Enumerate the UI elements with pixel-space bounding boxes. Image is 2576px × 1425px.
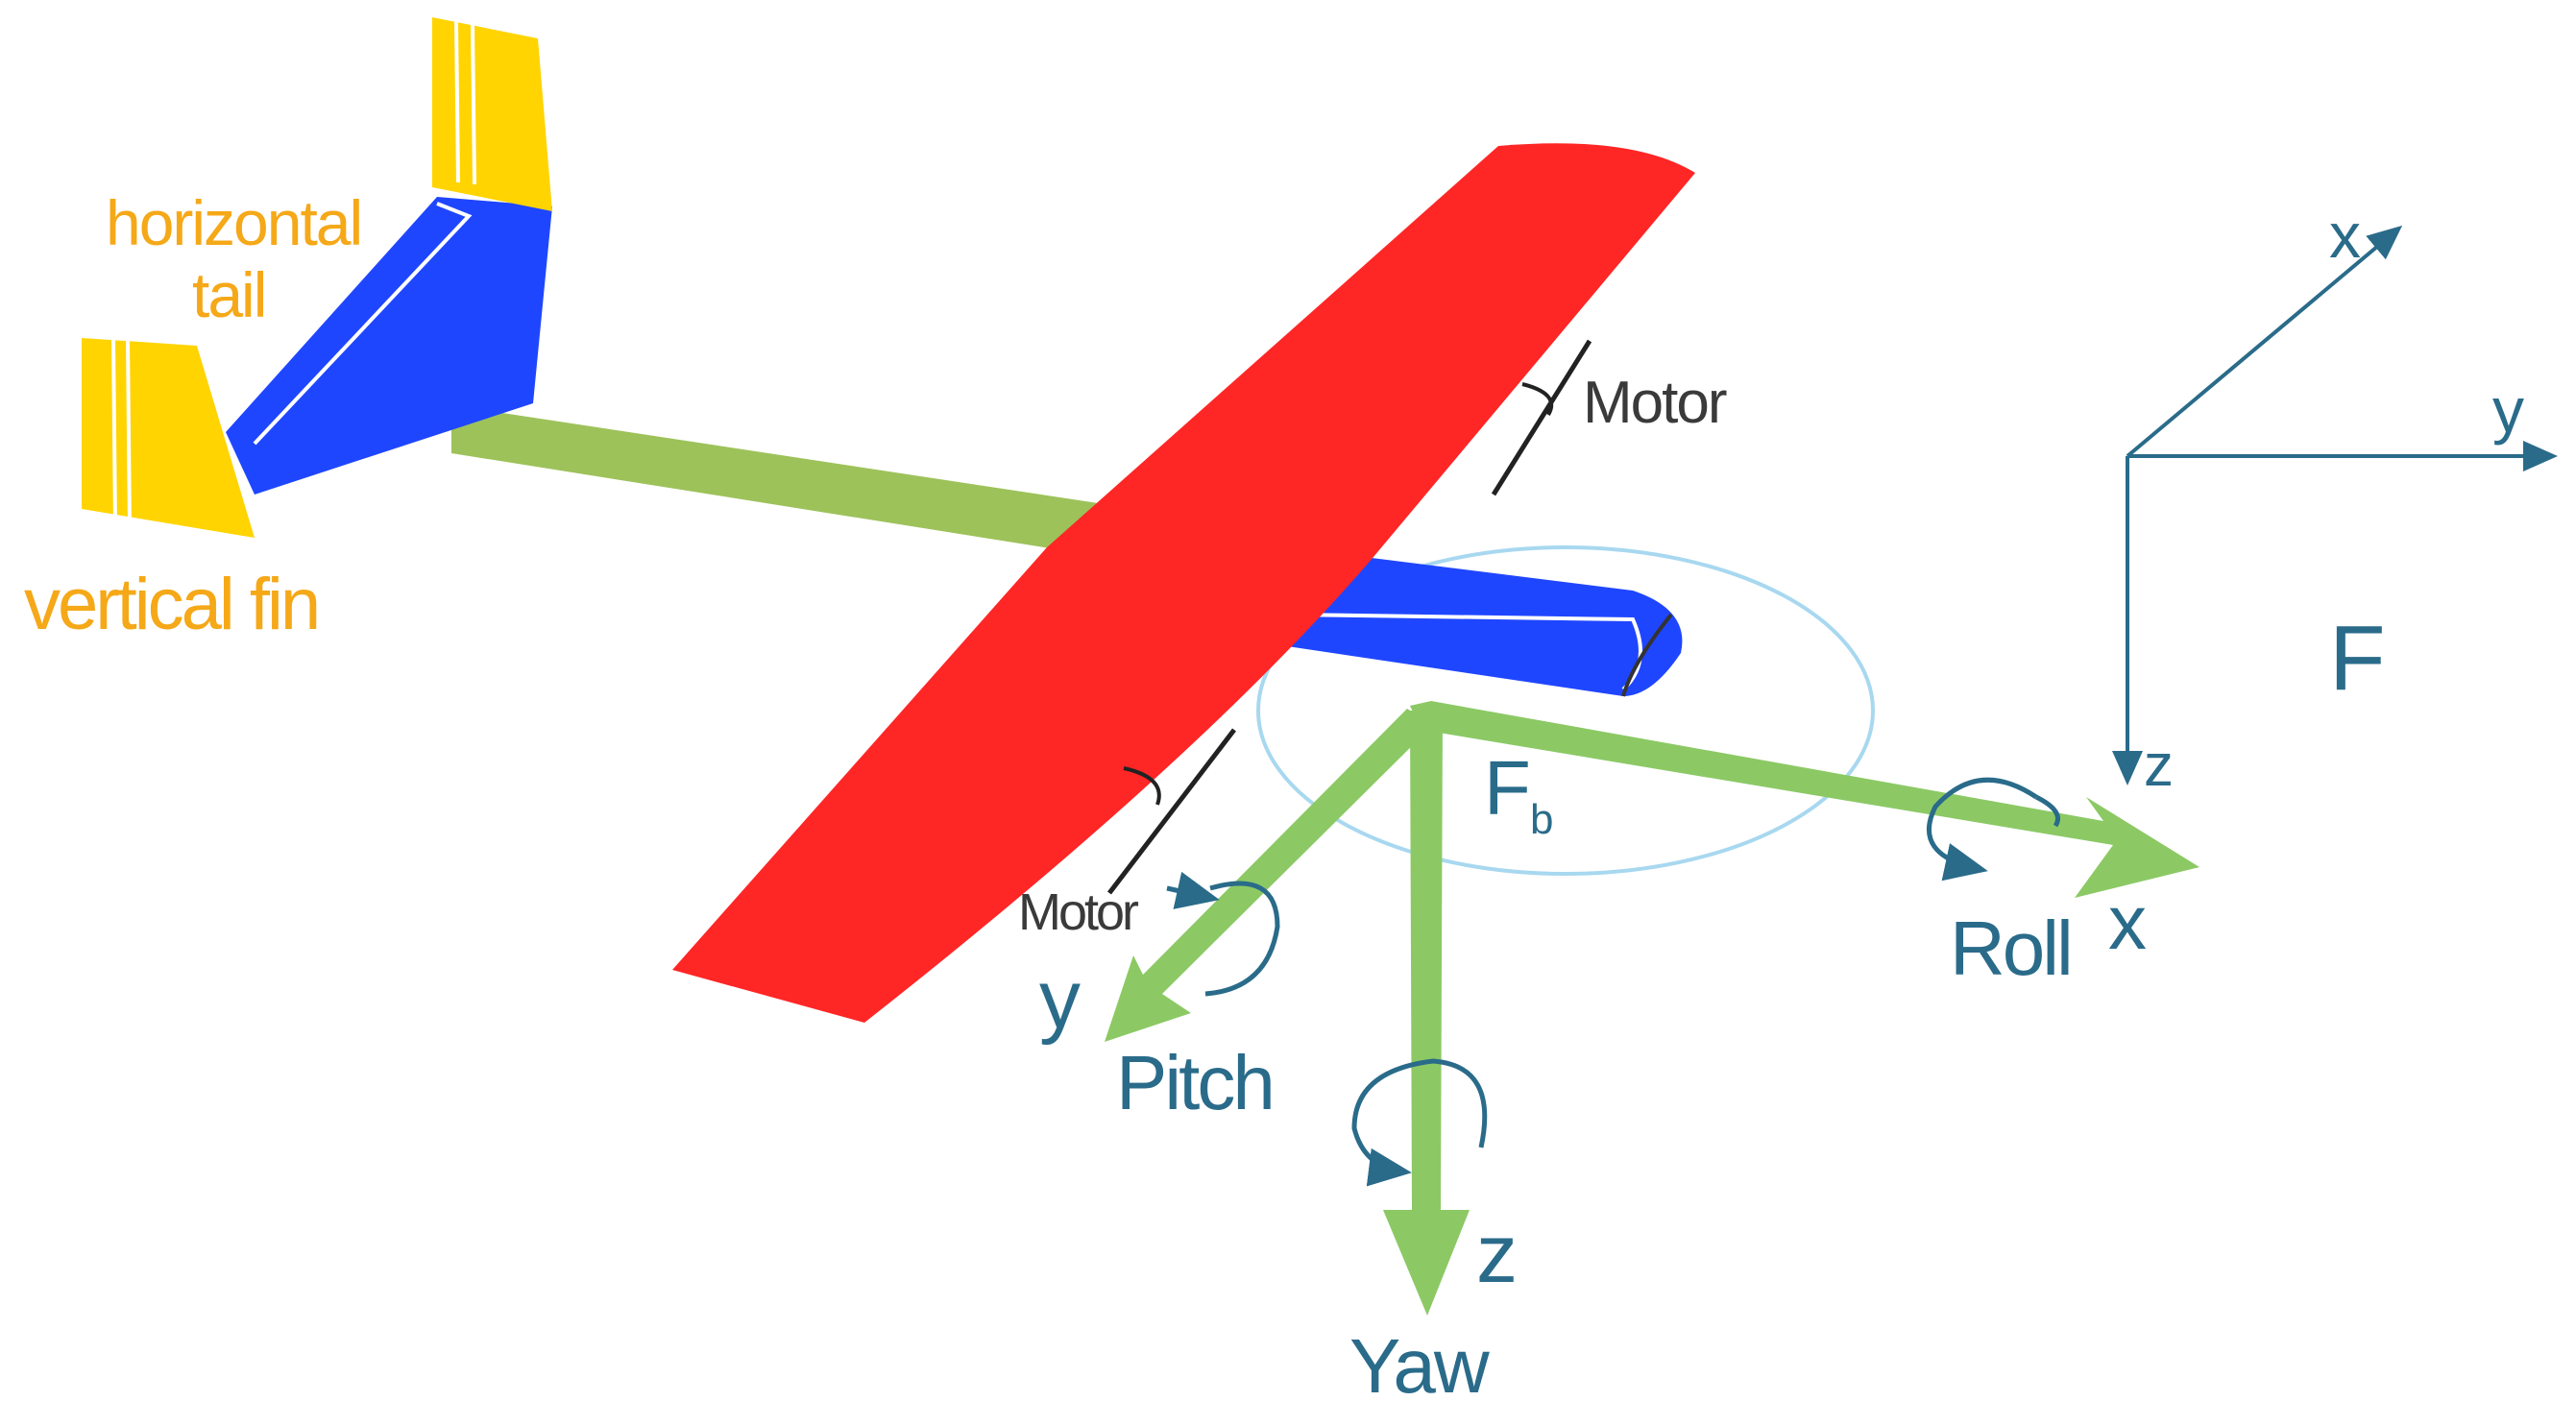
- pitch-label: Pitch: [1116, 1040, 1273, 1125]
- bottom-motor-mount: [1123, 766, 1161, 806]
- bottom-motor-propeller: [1107, 728, 1236, 895]
- body-frame-label: F: [1484, 745, 1531, 831]
- vertical-fin-label: vertical fin: [24, 564, 318, 645]
- roll-arrow-icon: [1926, 777, 2038, 882]
- lower-fin: [82, 338, 255, 538]
- lower-fin-line-1: [111, 337, 117, 527]
- upper-fin-line-2: [471, 23, 476, 185]
- roll-arrow-tail: [2034, 794, 2060, 828]
- top-motor-propeller: [1491, 339, 1592, 496]
- upper-fin-line-1: [454, 20, 460, 183]
- body-z-label: z: [1476, 1208, 1518, 1300]
- upper-fin: [432, 17, 552, 211]
- horizontal-tail: [226, 197, 552, 495]
- motor-top-label: Motor: [1583, 370, 1727, 436]
- pitch-arrow-head-icon: [1166, 871, 1220, 909]
- top-motor-mount: [1521, 382, 1554, 417]
- body-x-label: x: [2108, 880, 2147, 965]
- roll-label: Roll: [1950, 906, 2071, 991]
- body-z-axis: [1383, 711, 1470, 1316]
- body-x-axis: [1410, 701, 2199, 898]
- pitch-arrow-icon: [1204, 881, 1280, 997]
- inertial-frame-label: F: [2329, 607, 2386, 710]
- tail-boom: [451, 405, 1105, 557]
- horizontal-tail-label-line2: tail: [192, 259, 265, 330]
- horizontal-tail-highlight: [253, 202, 473, 446]
- inertial-x-axis: [2126, 225, 2403, 458]
- inertial-z-label: z: [2144, 733, 2174, 799]
- horizontal-tail-label-line1: horizontal: [106, 187, 361, 258]
- fuselage: [1268, 547, 1683, 696]
- inertial-x-label: x: [2329, 200, 2361, 271]
- motor-bottom-label: Motor: [1018, 883, 1139, 941]
- body-frame-subscript: b: [1530, 796, 1553, 843]
- nose-cap: [1621, 613, 1673, 697]
- lower-fin-line-2: [126, 337, 132, 529]
- inertial-y-label: y: [2492, 374, 2524, 446]
- main-wing: [672, 143, 1695, 1023]
- body-y-axis: [1105, 709, 1433, 1042]
- yaw-label: Yaw: [1349, 1323, 1490, 1409]
- yaw-arrow-icon: [1351, 1058, 1488, 1187]
- propeller-disc: [1256, 545, 1875, 876]
- body-y-label: y: [1039, 954, 1081, 1046]
